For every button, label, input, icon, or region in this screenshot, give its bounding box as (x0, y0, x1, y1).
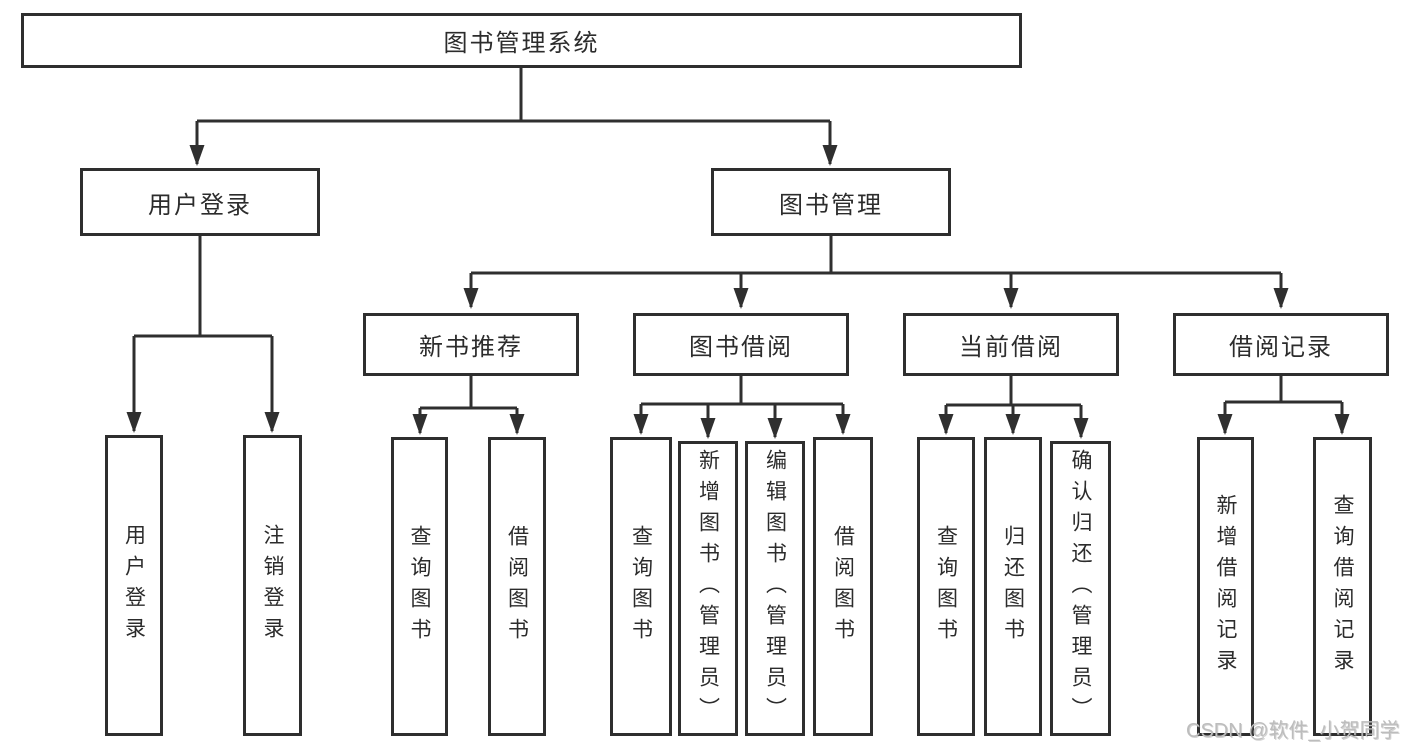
connector-book-management (463, 236, 1289, 309)
node-leaf-records-query-label: 查询借阅记录 (1331, 493, 1354, 680)
node-leaf-borrow-query: 查询图书 (610, 437, 672, 736)
node-leaf-records-add-label: 新增借阅记录 (1214, 493, 1237, 680)
node-leaf-borrow-edit-label: 编辑图书（管理员） (763, 449, 787, 728)
node-leaf-current-confirm: 确认归还（管理员） (1050, 441, 1111, 736)
node-root-system: 图书管理系统 (21, 13, 1022, 68)
node-borrow-records-label: 借阅记录 (1229, 334, 1333, 361)
node-leaf-newbook-borrow: 借阅图书 (488, 437, 546, 736)
connector-borrow-records (1217, 376, 1350, 435)
node-leaf-borrow-add: 新增图书（管理员） (678, 441, 738, 736)
node-leaf-newbook-borrow-label: 借阅图书 (505, 524, 529, 649)
node-leaf-current-return: 归还图书 (984, 437, 1042, 736)
node-leaf-newbook-query: 查询图书 (391, 437, 448, 736)
node-new-book-recommend: 新书推荐 (363, 313, 579, 376)
node-leaf-borrow-borrow-label: 借阅图书 (831, 524, 855, 649)
node-leaf-records-query: 查询借阅记录 (1313, 437, 1372, 736)
node-leaf-logout-label: 注销登录 (261, 523, 284, 648)
node-leaf-borrow-borrow: 借阅图书 (813, 437, 873, 736)
node-book-management-label: 图书管理 (779, 191, 883, 219)
node-leaf-current-confirm-label: 确认归还（管理员） (1069, 449, 1092, 728)
node-current-borrow: 当前借阅 (903, 313, 1119, 376)
node-user-login-label: 用户登录 (148, 191, 252, 219)
node-book-management: 图书管理 (711, 168, 951, 236)
connector-book-borrow (633, 376, 851, 439)
csdn-watermark: CSDN @软件_小贺同学 (1186, 720, 1400, 742)
node-leaf-logout: 注销登录 (243, 435, 302, 736)
node-leaf-user-login-label: 用户登录 (122, 523, 146, 648)
connector-current-borrow (938, 376, 1089, 439)
node-leaf-newbook-query-label: 查询图书 (408, 524, 431, 649)
node-book-borrow: 图书借阅 (633, 313, 849, 376)
node-leaf-user-login: 用户登录 (105, 435, 163, 736)
node-current-borrow-label: 当前借阅 (959, 334, 1063, 361)
node-user-login: 用户登录 (80, 168, 320, 236)
connector-new-book (412, 376, 525, 435)
connector-root (189, 68, 838, 166)
connector-user-login (126, 236, 280, 433)
node-leaf-current-query: 查询图书 (917, 437, 975, 736)
node-leaf-borrow-query-label: 查询图书 (629, 524, 653, 649)
node-leaf-current-return-label: 归还图书 (1001, 524, 1025, 649)
node-leaf-current-query-label: 查询图书 (934, 524, 958, 649)
node-leaf-borrow-edit: 编辑图书（管理员） (745, 441, 805, 736)
node-book-borrow-label: 图书借阅 (689, 334, 793, 361)
node-borrow-records: 借阅记录 (1173, 313, 1389, 376)
node-leaf-records-add: 新增借阅记录 (1197, 437, 1254, 736)
node-root-label: 图书管理系统 (443, 30, 600, 57)
node-leaf-borrow-add-label: 新增图书（管理员） (696, 449, 720, 728)
node-new-book-recommend-label: 新书推荐 (419, 334, 523, 361)
